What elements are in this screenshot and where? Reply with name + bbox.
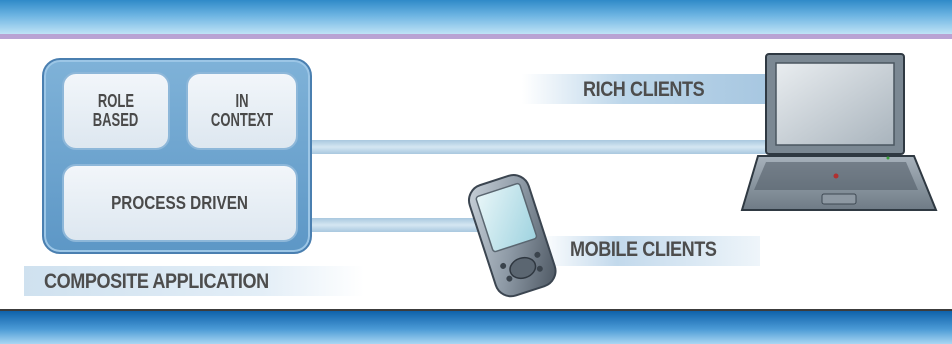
process-driven-box: PROCESS DRIVEN — [62, 164, 298, 242]
rich-clients-band — [522, 74, 776, 104]
footer-divider-line — [0, 309, 952, 311]
header-gradient-bar — [0, 0, 952, 34]
role-line-2: BASED — [93, 110, 139, 130]
role-line-1: ROLE — [97, 91, 135, 111]
header-accent-line — [0, 34, 952, 39]
laptop-icon — [740, 53, 938, 211]
composite-label-band — [24, 266, 364, 296]
mobile-clients-label: MOBILE CLIENTS — [570, 238, 717, 261]
rich-clients-label: RICH CLIENTS — [583, 78, 705, 101]
context-line-2: CONTEXT — [210, 110, 274, 130]
context-line-1: IN — [235, 91, 249, 111]
footer-gradient-bar — [0, 311, 952, 344]
connector-to-rich-clients — [312, 140, 774, 154]
pda-icon — [468, 174, 557, 298]
connector-to-mobile-clients — [312, 218, 502, 232]
process-line-1: PROCESS DRIVEN — [111, 192, 249, 213]
composite-application-label: COMPOSITE APPLICATION — [44, 270, 269, 293]
mobile-clients-band — [540, 236, 760, 266]
